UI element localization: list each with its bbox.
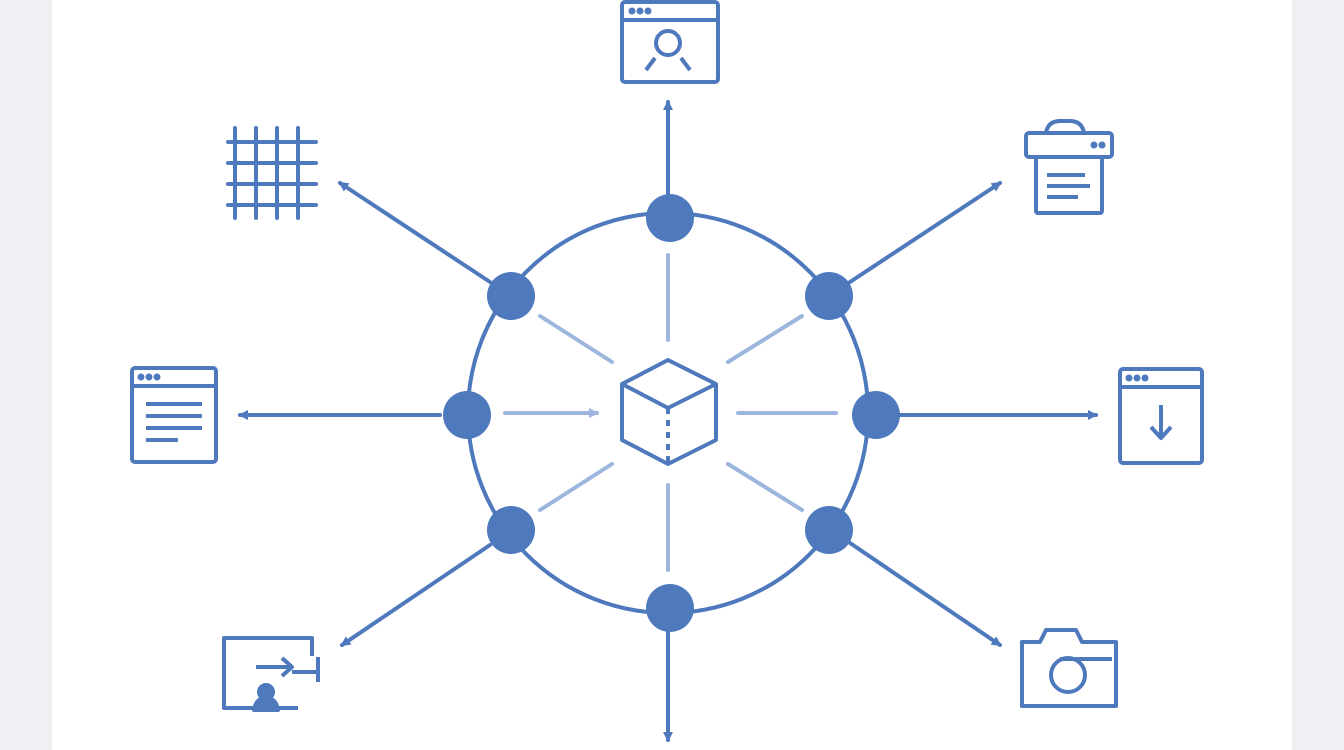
inner-connectors [503, 253, 838, 572]
window-document-icon [130, 366, 218, 464]
arrow-bottom-left [340, 543, 492, 647]
ring-nodes [443, 194, 900, 632]
inner-connector-top-right [726, 314, 804, 364]
node-left[interactable] [443, 391, 491, 439]
arrow-top-left [338, 181, 492, 284]
node-bottom[interactable] [646, 584, 694, 632]
outer-arrows [238, 100, 1098, 742]
storage-box-icon [1024, 119, 1114, 215]
node-top[interactable] [646, 194, 694, 242]
camera-icon [1020, 628, 1118, 708]
grid-icon [226, 126, 318, 220]
node-bottom-right[interactable] [805, 506, 853, 554]
user-transfer-icon [222, 636, 320, 712]
node-top-right[interactable] [805, 272, 853, 320]
browser-search-icon [620, 0, 720, 84]
inner-connector-bottom-left [538, 462, 614, 512]
node-bottom-left[interactable] [487, 506, 535, 554]
arrow-top-right [848, 181, 1002, 284]
node-right[interactable] [852, 391, 900, 439]
arrow-bottom-right [848, 541, 1002, 647]
inner-connector-bottom-right [726, 462, 804, 512]
node-top-left[interactable] [487, 272, 535, 320]
window-download-icon [1118, 367, 1204, 465]
inner-connector-top-left [538, 314, 614, 364]
cube-icon [620, 358, 718, 466]
